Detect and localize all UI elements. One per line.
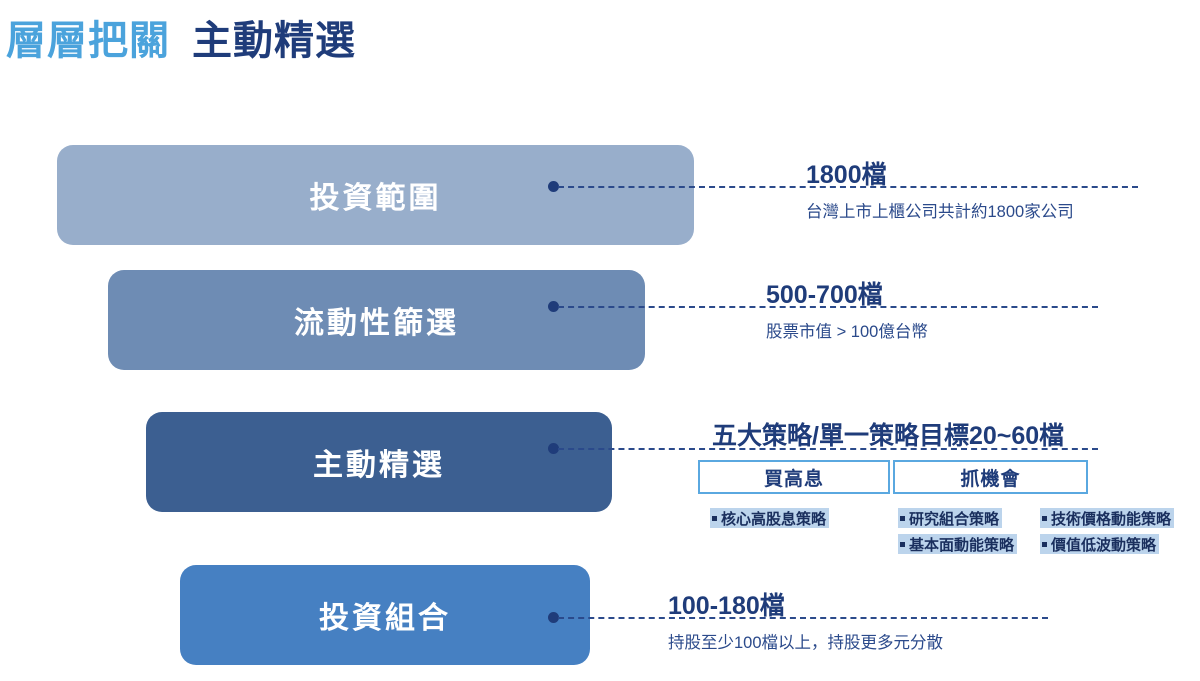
stage-description-1: 台灣上市上櫃公司共計約1800家公司 [806, 203, 1074, 221]
strategy-item-label: 基本面動能策略 [909, 536, 1015, 554]
page-title-part2: 主動精選 [192, 19, 356, 63]
stage-count-1: 1800檔 [806, 161, 887, 189]
strategy-item-label: 價值低波動策略 [1051, 536, 1157, 554]
strategy-item-label: 研究組合策略 [909, 510, 1000, 528]
stage-count-3: 五大策略/單一策略目標20~60檔 [712, 422, 1065, 450]
strategy-item-fundamental-momentum[interactable]: 基本面動能策略 [898, 534, 1018, 554]
funnel-bar-label-portfolio: 投資組合 [319, 602, 451, 635]
page-title-part1: 層層把關 [6, 19, 170, 63]
connector-line-4 [558, 617, 1048, 619]
page-title: 層層把關主動精選 [6, 8, 356, 66]
strategy-item-core-high-dividend[interactable]: 核心高股息策略 [710, 508, 830, 528]
bullet-icon [1042, 541, 1047, 547]
strategy-item-label: 核心高股息策略 [721, 510, 827, 528]
funnel-bar-active-selection[interactable]: 主動精選 [146, 412, 612, 512]
stage-count-2: 500-700檔 [766, 281, 883, 309]
connector-dot-3 [548, 443, 559, 454]
bullet-icon [1042, 515, 1047, 521]
funnel-bar-investment-scope[interactable]: 投資範圍 [57, 145, 694, 245]
strategy-group-box-seize-opportunity[interactable]: 抓機會 [893, 460, 1088, 494]
funnel-bar-label-investment-scope: 投資範圍 [309, 182, 442, 215]
stage-description-4: 持股至少100檔以上，持股更多元分散 [668, 634, 944, 652]
funnel-bar-label-active-selection: 主動精選 [313, 449, 445, 482]
funnel-bar-liquidity-screen[interactable]: 流動性篩選 [108, 270, 645, 370]
stage-description-2: 股票市值 > 100億台幣 [766, 323, 928, 341]
bullet-icon [900, 515, 905, 521]
connector-dot-1 [548, 181, 559, 192]
strategy-item-technical-price-momentum[interactable]: 技術價格動能策略 [1040, 508, 1175, 528]
strategy-group-box-buy-high-dividend[interactable]: 買高息 [698, 460, 890, 494]
bullet-icon [900, 541, 905, 547]
strategy-item-value-low-volatility[interactable]: 價值低波動策略 [1040, 534, 1160, 554]
connector-dot-2 [548, 301, 559, 312]
connector-line-2 [558, 306, 1098, 308]
strategy-item-research-portfolio[interactable]: 研究組合策略 [898, 508, 1003, 528]
strategy-group-title-buy-high-dividend: 買高息 [763, 468, 824, 490]
stage-count-4: 100-180檔 [668, 592, 785, 620]
strategy-item-label: 技術價格動能策略 [1051, 510, 1172, 528]
funnel-bar-portfolio[interactable]: 投資組合 [180, 565, 590, 665]
bullet-icon [712, 515, 717, 521]
funnel-bar-label-liquidity-screen: 流動性篩選 [294, 307, 459, 340]
connector-dot-4 [548, 612, 559, 623]
connector-line-1 [558, 186, 1138, 188]
connector-line-3 [558, 448, 1098, 450]
strategy-group-title-seize-opportunity: 抓機會 [960, 468, 1021, 490]
